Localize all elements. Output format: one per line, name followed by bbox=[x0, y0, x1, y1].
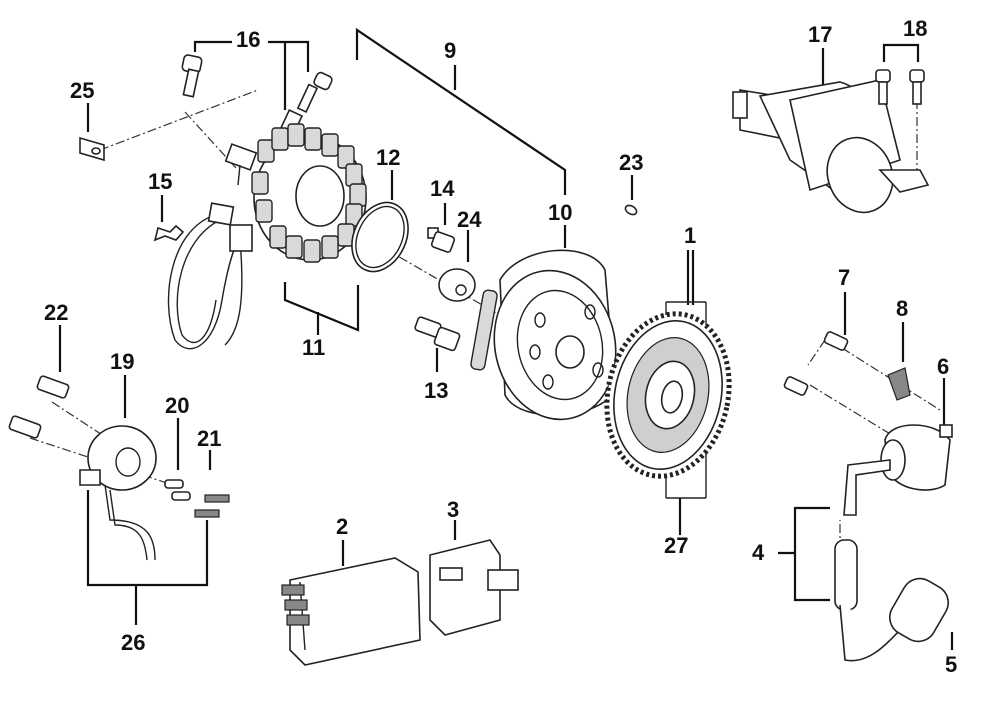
callout-15: 15 bbox=[148, 169, 172, 194]
callout-10: 10 bbox=[548, 200, 572, 225]
callout-18: 18 bbox=[903, 16, 927, 41]
coil-bracket-part bbox=[887, 367, 911, 401]
callout-labels: 1 2 3 4 5 6 7 8 9 10 11 12 13 14 15 16 1… bbox=[44, 16, 957, 677]
starter-gear-part bbox=[604, 311, 732, 479]
stator-wire-harness bbox=[167, 143, 258, 350]
small-springs-part bbox=[164, 479, 230, 518]
callout-3: 3 bbox=[447, 497, 459, 522]
callout-5: 5 bbox=[945, 652, 957, 677]
pickup-sensor-part bbox=[79, 425, 157, 561]
callout-26: 26 bbox=[121, 630, 145, 655]
callout-22: 22 bbox=[44, 300, 68, 325]
flywheel-part bbox=[470, 249, 617, 421]
callout-13: 13 bbox=[424, 378, 448, 403]
callout-6: 6 bbox=[937, 354, 949, 379]
callout-7: 7 bbox=[838, 265, 850, 290]
callout-24: 24 bbox=[457, 207, 482, 232]
callout-17: 17 bbox=[808, 22, 832, 47]
callout-1: 1 bbox=[684, 223, 696, 248]
starter-bolts-part bbox=[875, 69, 925, 105]
relay-part bbox=[429, 539, 519, 636]
callout-9: 9 bbox=[444, 38, 456, 63]
woodruff-key-part bbox=[624, 204, 638, 216]
callout-4: 4 bbox=[752, 540, 765, 565]
cdi-unit-part bbox=[281, 557, 421, 666]
callout-12: 12 bbox=[376, 145, 400, 170]
callout-14: 14 bbox=[430, 176, 455, 201]
callout-8: 8 bbox=[896, 296, 908, 321]
callout-21: 21 bbox=[197, 426, 221, 451]
wire-clip-part bbox=[153, 224, 185, 242]
callout-16: 16 bbox=[236, 27, 260, 52]
starter-motor-part bbox=[732, 79, 930, 214]
washer-part bbox=[438, 268, 476, 302]
callout-19: 19 bbox=[110, 349, 134, 374]
stator-bolts-part bbox=[181, 54, 333, 137]
coil-bolts-part bbox=[783, 331, 849, 396]
grommet-plate-part bbox=[79, 136, 105, 162]
callout-2: 2 bbox=[336, 514, 348, 539]
gasket-part bbox=[351, 201, 409, 273]
callout-11: 11 bbox=[302, 335, 325, 360]
flywheel-bolt-part bbox=[414, 316, 461, 352]
callout-25: 25 bbox=[70, 78, 94, 103]
pickup-bolts-part bbox=[8, 375, 70, 439]
callout-23: 23 bbox=[619, 150, 643, 175]
callout-20: 20 bbox=[165, 393, 189, 418]
stator-part bbox=[251, 123, 367, 263]
pin-part bbox=[427, 227, 456, 253]
spark-plug-cap-part bbox=[834, 539, 949, 662]
callout-27: 27 bbox=[664, 533, 688, 558]
ignition-coil-part bbox=[843, 424, 953, 516]
